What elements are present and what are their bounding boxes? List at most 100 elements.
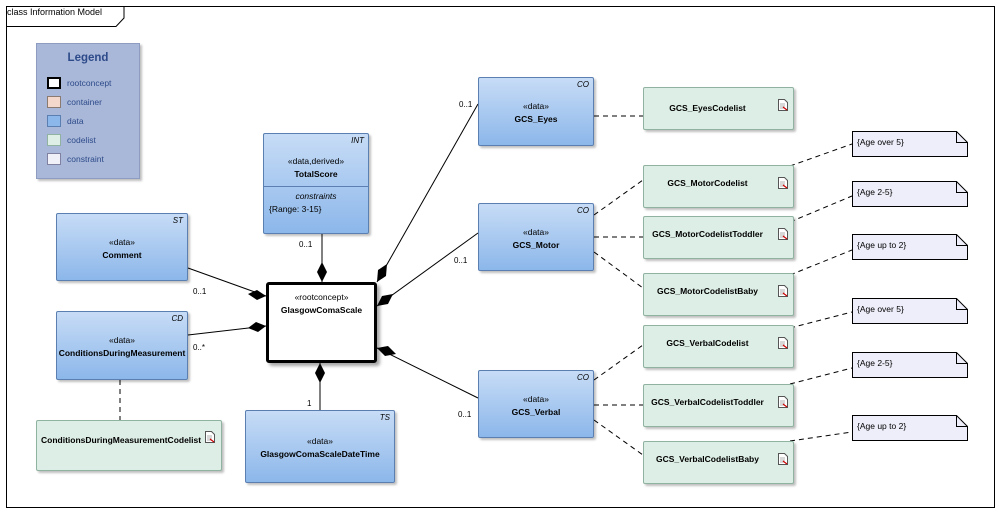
- gcs-eyes-class[interactable]: CO «data» GCS_Eyes: [478, 77, 594, 146]
- note-text: {Age up to 2}: [857, 240, 907, 250]
- multiplicity-motor: 0..1: [454, 256, 468, 265]
- class-name: GCS_Verbal: [511, 407, 561, 417]
- class-name: Comment: [102, 250, 142, 260]
- comment-connector: [187, 267, 267, 297]
- multiplicity-conditions: 0..*: [193, 343, 206, 352]
- motor-connector: [376, 232, 479, 307]
- frame-tab-border: [6, 6, 125, 27]
- type-tag: CD: [171, 314, 183, 323]
- note-link-motor-2-5: [789, 195, 853, 223]
- note-text: {Age over 5}: [857, 137, 904, 147]
- gcs-verbal-class[interactable]: CO «data» GCS_Verbal: [478, 370, 594, 438]
- gcs-motor-class[interactable]: CO «data» GCS_Motor: [478, 203, 594, 271]
- stereotype-label: «data»: [523, 101, 549, 111]
- legend-title: Legend: [67, 52, 109, 64]
- note-shape: [852, 415, 968, 441]
- legend-label: codelist: [67, 135, 96, 145]
- document-icon: [205, 431, 215, 443]
- class-name: TotalScore: [294, 169, 338, 179]
- type-tag: ST: [172, 216, 183, 225]
- legend-swatch: [47, 96, 61, 108]
- stereotype-label: «data»: [109, 237, 135, 247]
- codelist-name: GCS_VerbalCodelistToddler: [651, 397, 764, 407]
- note-shape: [852, 234, 968, 260]
- document-icon: [778, 337, 788, 349]
- comment-diamond: [248, 290, 266, 300]
- motor-codelist[interactable]: GCS_MotorCodelist: [643, 165, 794, 208]
- note-shape: [852, 181, 968, 207]
- note-motor-upto2[interactable]: {Age up to 2}: [852, 234, 968, 260]
- legend-item-rootconcept: rootconcept: [47, 76, 111, 90]
- verbal-toddler-codelist[interactable]: GCS_VerbalCodelistToddler: [643, 384, 794, 427]
- document-icon: [778, 285, 788, 297]
- codelist-name: ConditionsDuringMeasurementCodelist: [41, 435, 202, 445]
- codelist-name: GCS_MotorCodelistBaby: [656, 286, 759, 296]
- codelist-name: GCS_VerbalCodelistBaby: [656, 454, 759, 464]
- legend-item-codelist: codelist: [47, 133, 96, 147]
- conditions-class[interactable]: CD «data» ConditionsDuringMeasurement: [56, 311, 188, 380]
- legend-swatch: [47, 134, 61, 146]
- stereotype-label: «data,derived»: [287, 156, 345, 166]
- document-icon: [778, 99, 788, 111]
- note-motor-over5[interactable]: {Age over 5}: [852, 131, 968, 157]
- multiplicity-eyes: 0..1: [459, 100, 473, 109]
- verbal-connector: [376, 347, 479, 399]
- note-link-motor-over5: [789, 143, 853, 167]
- legend-swatch: [47, 115, 61, 127]
- multiplicity-totalscore: 0..1: [299, 240, 313, 249]
- conditions-codelist[interactable]: ConditionsDuringMeasurementCodelist: [36, 420, 222, 471]
- codelist-name: GCS_VerbalCodelist: [666, 338, 749, 348]
- eyes-diamond: [377, 264, 387, 282]
- note-verbal-2-5[interactable]: {Age 2-5}: [852, 352, 968, 378]
- stereotype-label: «data»: [523, 227, 549, 237]
- note-text: {Age over 5}: [857, 304, 904, 314]
- legend-item-constraint: constraint: [47, 152, 104, 166]
- verbal-codelist[interactable]: GCS_VerbalCodelist: [643, 325, 794, 368]
- stereotype-label: «rootconcept»: [294, 292, 349, 302]
- verbal-baby-codelist[interactable]: GCS_VerbalCodelistBaby: [643, 441, 794, 484]
- class-name: GCS_Motor: [512, 240, 560, 250]
- frame-title: class Information Model: [7, 7, 103, 17]
- eyes-codelist[interactable]: GCS_EyesCodelist: [643, 87, 794, 130]
- legend-label: constraint: [67, 154, 104, 164]
- note-verbal-over5[interactable]: {Age over 5}: [852, 298, 968, 324]
- note-link-verbal-upto2: [789, 431, 853, 442]
- document-icon: [778, 453, 788, 465]
- comment-class[interactable]: ST «data» Comment: [56, 213, 188, 281]
- type-tag: CO: [577, 206, 589, 215]
- codelist-name: GCS_EyesCodelist: [669, 103, 746, 113]
- verbal-diamond: [377, 346, 396, 356]
- document-icon: [778, 177, 788, 189]
- legend-swatch: [47, 153, 61, 165]
- motor-diamond: [377, 294, 393, 306]
- motor-baby-codelist[interactable]: GCS_MotorCodelistBaby: [643, 273, 794, 316]
- class-name: GlasgowComaScale: [280, 305, 363, 315]
- totalscore-class[interactable]: INT «data,derived» TotalScore constraint…: [263, 133, 369, 234]
- legend-label: data: [67, 116, 84, 126]
- datetime-class[interactable]: TS «data» GlasgowComaScaleDateTime: [245, 410, 395, 483]
- type-tag: CO: [577, 80, 589, 89]
- motor-toddler-codelist[interactable]: GCS_MotorCodelistToddler: [643, 216, 794, 259]
- codelist-name: GCS_MotorCodelistToddler: [652, 229, 763, 239]
- type-tag: TS: [379, 413, 390, 422]
- note-shape: [852, 131, 968, 157]
- type-tag: CO: [577, 373, 589, 382]
- note-text: {Age 2-5}: [857, 358, 893, 368]
- class-name: ConditionsDuringMeasurement: [58, 348, 186, 358]
- codelist-name: GCS_MotorCodelist: [667, 178, 748, 188]
- note-shape: [852, 352, 968, 378]
- note-text: {Age 2-5}: [857, 187, 893, 197]
- totalscore-diamond: [317, 262, 327, 282]
- verbal-codelist-dependency: [593, 344, 644, 381]
- note-verbal-upto2[interactable]: {Age up to 2}: [852, 415, 968, 441]
- legend-label: container: [67, 97, 102, 107]
- note-motor-2-5[interactable]: {Age 2-5}: [852, 181, 968, 207]
- stereotype-label: «data»: [307, 436, 333, 446]
- legend-label: rootconcept: [67, 78, 112, 88]
- note-text: {Age up to 2}: [857, 421, 907, 431]
- glasgowcomascale-root-class[interactable]: «rootconcept» GlasgowComaScale: [266, 282, 377, 363]
- note-link-verbal-2-5: [789, 367, 853, 385]
- note-link-verbal-over5: [789, 311, 853, 329]
- type-tag: INT: [351, 136, 364, 145]
